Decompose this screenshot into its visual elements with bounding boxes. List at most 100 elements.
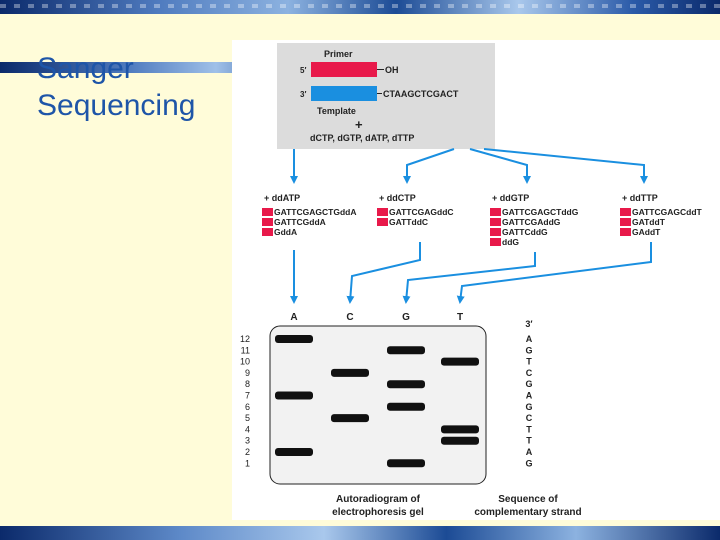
sanger-diagram: Primer 5′ OH 3′ CTAAGCTCGACT Template + … <box>240 43 703 518</box>
sanger-figure: Primer 5′ OH 3′ CTAAGCTCGACT Template + … <box>232 40 720 520</box>
size-label: 4 <box>245 424 250 434</box>
reaction-panel: Primer 5′ OH 3′ CTAAGCTCGACT Template + … <box>277 43 495 149</box>
tube-label: + ddCTP <box>379 193 416 203</box>
fragment-sequence: GATTCGAGddC <box>389 207 454 217</box>
arrow-ddTTP-to-lane-T <box>456 242 652 304</box>
sequence-base: A <box>526 391 533 401</box>
fragment-sequence: GATTCGAddG <box>502 217 561 227</box>
fragment-sequence: GATTCGAGCTddG <box>502 207 579 217</box>
sequence-caption-line-1: Sequence of <box>498 494 558 505</box>
gel-caption-line-2: electrophoresis gel <box>332 507 424 518</box>
lane-label-C: C <box>346 312 353 323</box>
sequence-base: C <box>526 368 533 378</box>
sequence-base: G <box>525 458 532 468</box>
gel-caption-line-1: Autoradiogram of <box>336 494 421 505</box>
gel-band-A-2 <box>275 448 313 456</box>
fragment-primer-block <box>490 218 501 226</box>
slide-title-line-2: Sequencing <box>37 89 196 122</box>
size-label: 3 <box>245 436 250 446</box>
arrow-to-ddCTP <box>403 148 455 184</box>
tube-label: + ddTTP <box>622 193 658 203</box>
bottom-decorative-stripe <box>0 526 720 540</box>
lane-label-A: A <box>290 312 297 323</box>
fragment-primer-block <box>262 208 273 216</box>
size-label: 2 <box>245 447 250 457</box>
gel-band-A-7 <box>275 391 313 400</box>
size-label: 12 <box>240 334 250 344</box>
five-prime-label: 5′ <box>300 66 306 75</box>
top-decorative-stripe <box>0 0 720 14</box>
gel-band-T-3 <box>441 436 479 445</box>
size-label: 6 <box>245 402 250 412</box>
gel-band-C-5 <box>331 414 369 423</box>
arrow-ddGTP-to-lane-G <box>402 252 536 304</box>
arrow-ddCTP-to-lane-C <box>346 242 421 304</box>
arrow-to-ddTTP <box>483 148 648 184</box>
fragment-sequence: ddG <box>502 237 519 247</box>
size-label: 7 <box>245 391 250 401</box>
size-label: 5 <box>245 413 250 423</box>
sequence-base: T <box>526 436 532 446</box>
size-label: 1 <box>245 458 250 468</box>
gel-bands <box>275 335 479 468</box>
primer-end-label: OH <box>385 65 399 75</box>
tube-3: + ddGTPGATTCGAGCTddGGATTCGAddGGATTCddGdd… <box>490 193 579 247</box>
reaction-to-tube-arrows <box>290 148 648 184</box>
fragment-primer-block <box>262 218 273 226</box>
gel-band-T-4 <box>441 425 479 434</box>
arrow-to-ddGTP <box>469 148 531 184</box>
fragment-primer-block <box>620 218 631 226</box>
template-sequence: CTAAGCTCGACT <box>383 89 459 99</box>
dntp-mix-label: dCTP, dGTP, dATP, dTTP <box>310 133 414 143</box>
sequence-base: A <box>526 334 533 344</box>
fragment-sequence: GATddT <box>632 217 666 227</box>
gel-band-G-6 <box>387 402 425 411</box>
fragment-sequence: GATTCGddA <box>274 217 326 227</box>
sequence-base: G <box>525 345 532 355</box>
sequence-base: G <box>525 379 532 389</box>
fragment-sequence: GATTCGAGCTGddA <box>274 207 356 217</box>
fragment-primer-block <box>490 238 501 246</box>
tube-label: + ddATP <box>264 193 300 203</box>
fragment-sequence: GAddT <box>632 227 661 237</box>
fragment-sequence: GATTCddG <box>502 227 548 237</box>
fragment-primer-block <box>490 208 501 216</box>
template-label: Template <box>317 106 356 116</box>
gel-band-T-10 <box>441 357 479 366</box>
fragment-primer-block <box>490 228 501 236</box>
sequence-base: T <box>526 424 532 434</box>
sequence-base: T <box>526 357 532 367</box>
gel-background <box>269 325 487 485</box>
gel-band-C-9 <box>331 368 369 377</box>
fragment-primer-block <box>377 208 388 216</box>
fragment-primer-block <box>620 208 631 216</box>
gel-band-G-11 <box>387 346 425 355</box>
fragment-sequence: GATTddC <box>389 217 428 227</box>
sequence-caption-line-2: complementary strand <box>474 507 581 518</box>
three-prime-label: 3′ <box>300 90 306 99</box>
fragment-primer-block <box>377 218 388 226</box>
gel-band-A-12 <box>275 335 313 343</box>
fragment-primer-block <box>620 228 631 236</box>
primer-strand <box>311 62 377 77</box>
plus-sign: + <box>355 117 363 132</box>
slide-title-line-1: Sanger <box>37 52 134 85</box>
gel-band-G-1 <box>387 459 425 468</box>
primer-label: Primer <box>324 49 353 59</box>
tube-to-gel-arrows <box>290 242 652 304</box>
fragment-primer-block <box>262 228 273 236</box>
lane-label-G: G <box>402 312 410 323</box>
template-strand <box>311 86 377 101</box>
lane-label-T: T <box>457 312 463 323</box>
sequence-base: C <box>526 413 533 423</box>
sequence-base: G <box>525 402 532 412</box>
size-label: 9 <box>245 368 250 378</box>
